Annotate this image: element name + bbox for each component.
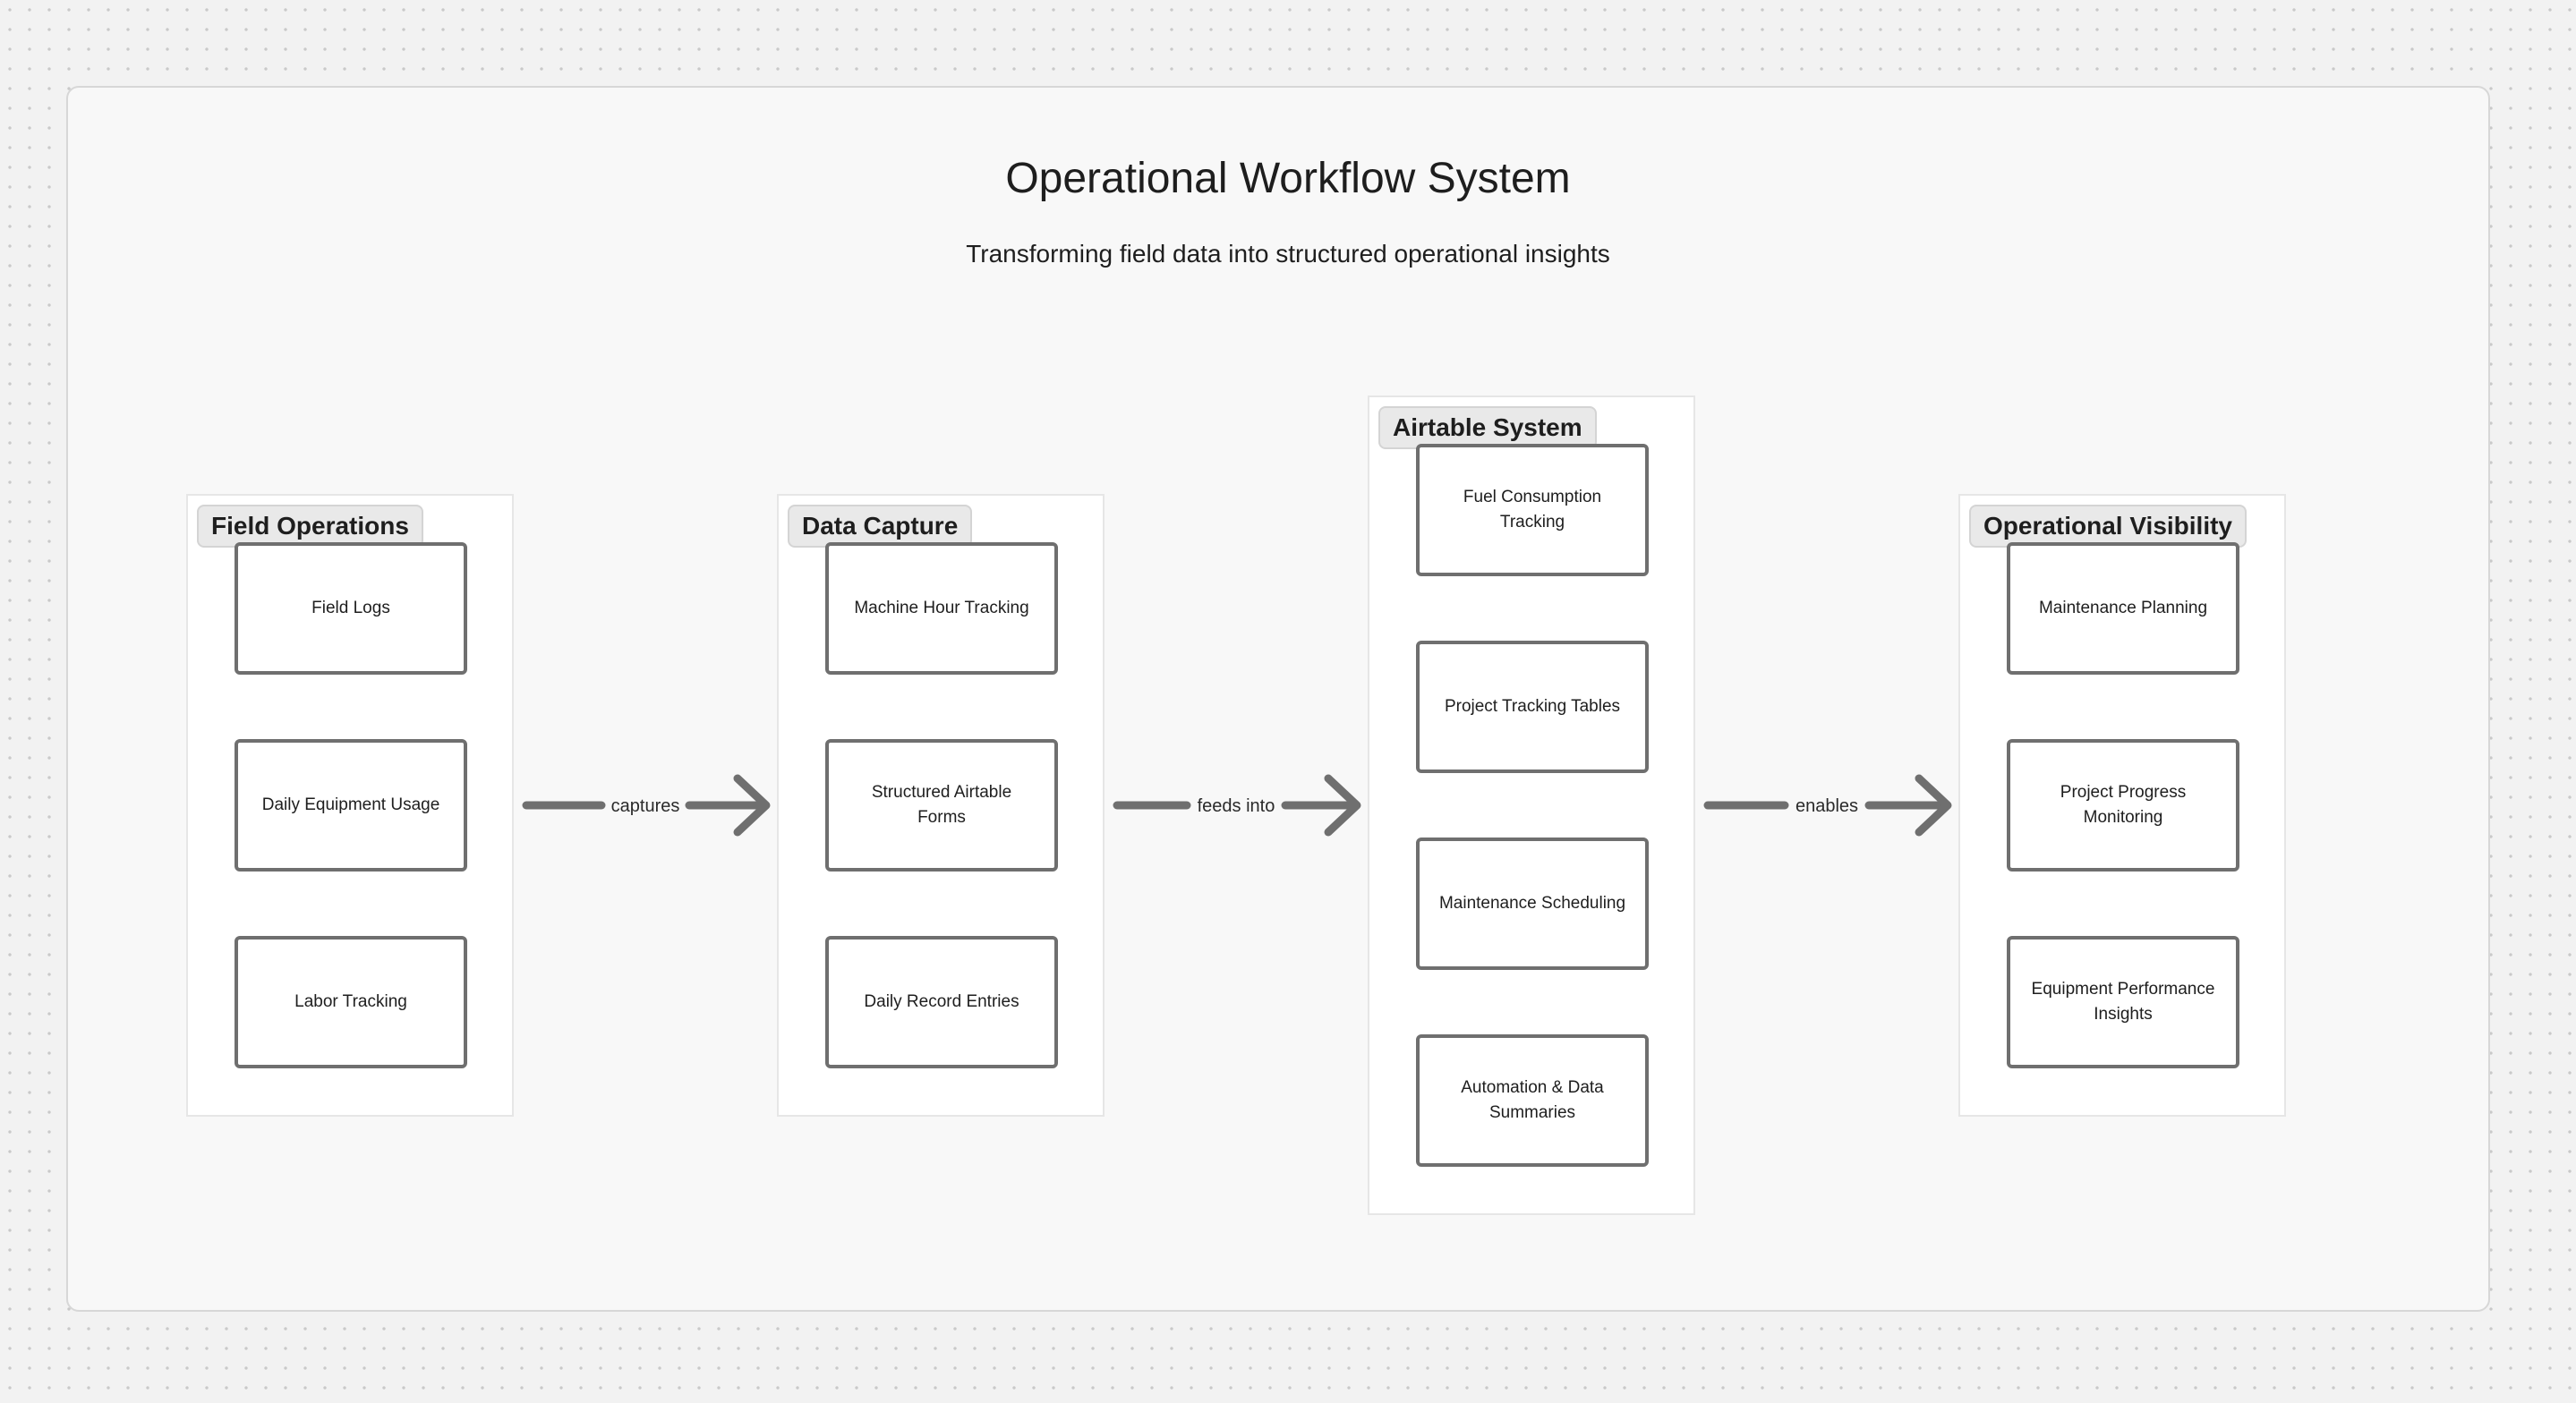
- group-label: Airtable System: [1378, 406, 1597, 449]
- group-operational-visibility[interactable]: Operational Visibility Maintenance Plann…: [1958, 494, 2286, 1117]
- node-structured-airtable-forms[interactable]: Structured Airtable Forms: [825, 739, 1058, 872]
- group-field-operations[interactable]: Field Operations Field Logs Daily Equipm…: [186, 494, 514, 1117]
- group-airtable-system[interactable]: Airtable System Fuel Consumption Trackin…: [1368, 395, 1695, 1215]
- node-equipment-performance-insights[interactable]: Equipment Performance Insights: [2007, 936, 2239, 1068]
- node-maintenance-scheduling[interactable]: Maintenance Scheduling: [1416, 838, 1649, 970]
- group-label: Operational Visibility: [1969, 505, 2248, 548]
- node-labor-tracking[interactable]: Labor Tracking: [235, 936, 467, 1068]
- group-label: Field Operations: [197, 505, 423, 548]
- node-machine-hour-tracking[interactable]: Machine Hour Tracking: [825, 542, 1058, 675]
- node-field-logs[interactable]: Field Logs: [235, 542, 467, 675]
- node-automation-data-summaries[interactable]: Automation & Data Summaries: [1416, 1034, 1649, 1167]
- group-label: Data Capture: [788, 505, 973, 548]
- node-maintenance-planning[interactable]: Maintenance Planning: [2007, 542, 2239, 675]
- node-project-tracking-tables[interactable]: Project Tracking Tables: [1416, 641, 1649, 773]
- group-data-capture[interactable]: Data Capture Machine Hour Tracking Struc…: [777, 494, 1105, 1117]
- diagram-subtitle: Transforming field data into structured …: [966, 240, 1610, 268]
- node-fuel-consumption-tracking[interactable]: Fuel Consumption Tracking: [1416, 444, 1649, 576]
- node-project-progress-monitoring[interactable]: Project Progress Monitoring: [2007, 739, 2239, 872]
- node-daily-record-entries[interactable]: Daily Record Entries: [825, 936, 1058, 1068]
- diagram-title: Operational Workflow System: [1005, 155, 1571, 202]
- node-daily-equipment-usage[interactable]: Daily Equipment Usage: [235, 739, 467, 872]
